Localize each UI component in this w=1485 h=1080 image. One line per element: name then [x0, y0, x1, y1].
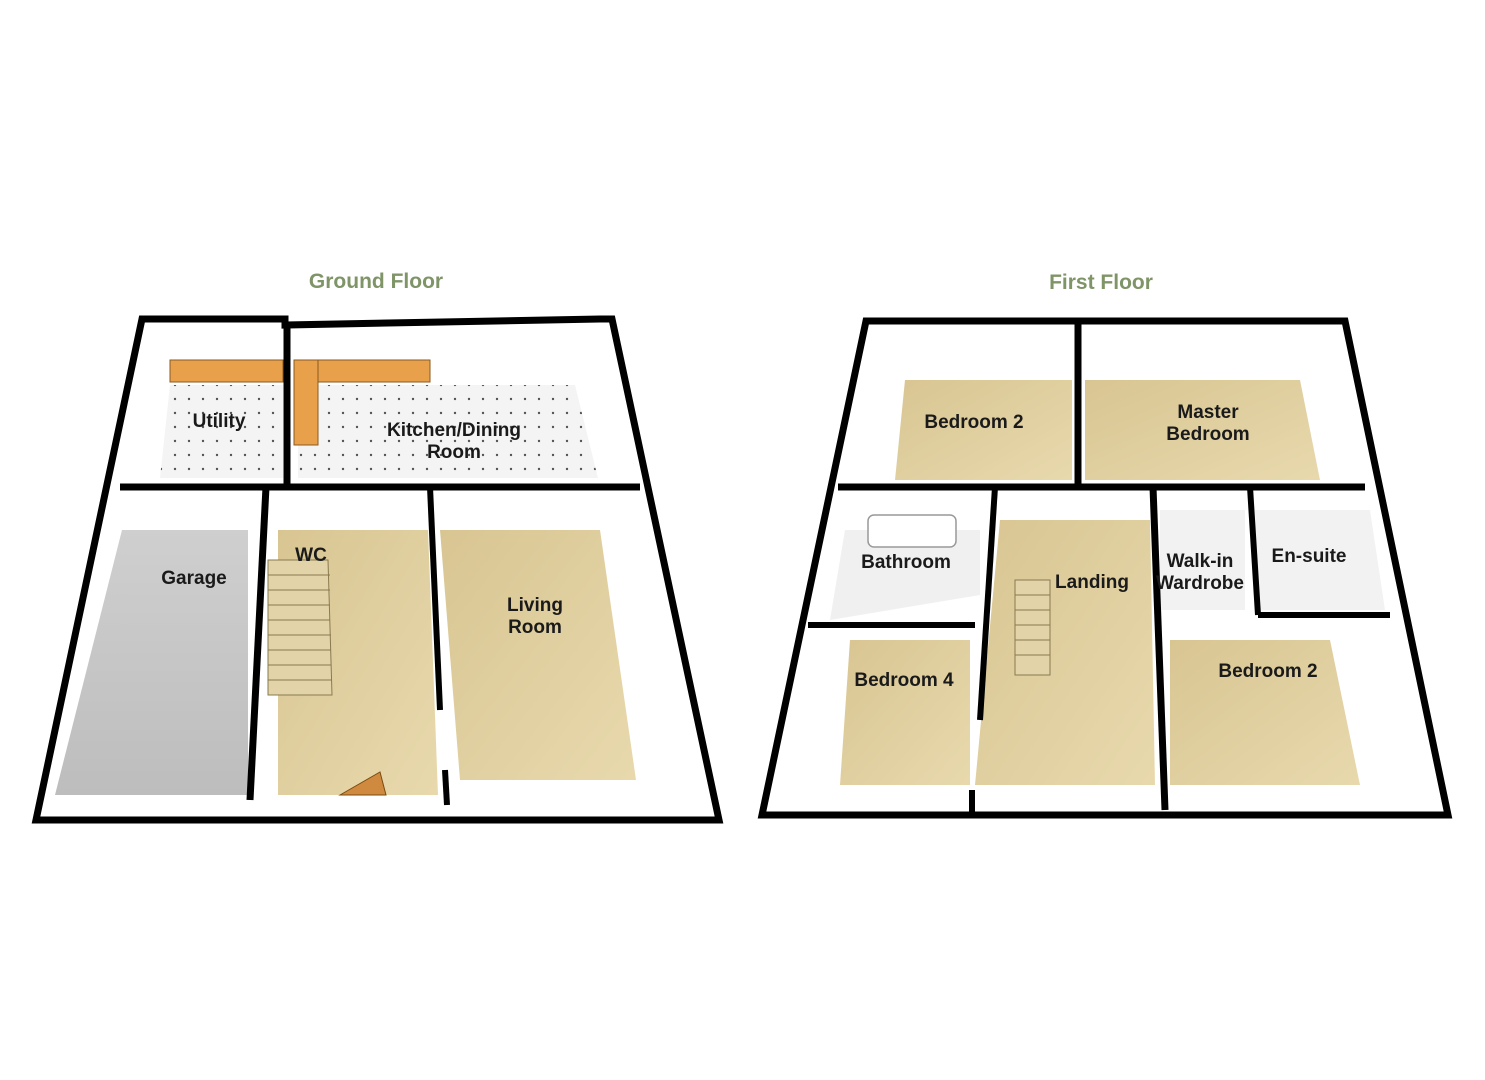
ground-floor-plan: [31, 315, 724, 824]
bedroom2-top-floor: [895, 380, 1072, 480]
room-label-kitchen-dining: Kitchen/Dining Room: [386, 420, 522, 463]
first-stairs: [1014, 579, 1051, 676]
room-label-wc: WC: [295, 545, 327, 566]
room-label-garage: Garage: [161, 568, 227, 589]
bedroom2-bottom-floor: [1170, 640, 1360, 785]
bathroom-floor: [830, 530, 980, 620]
master-floor: [1085, 380, 1320, 480]
kitchen-worktop: [299, 359, 431, 383]
room-label-bedroom-2-bottom: Bedroom 2: [1218, 661, 1318, 682]
walkin-floor: [1160, 510, 1245, 610]
ground-floor-title: Ground Floor: [308, 270, 444, 293]
bedroom4-floor: [840, 640, 970, 785]
wall-hall-living-low: [442, 769, 450, 806]
room-label-bedroom-4: Bedroom 4: [854, 670, 954, 691]
wall-hall-living: [427, 486, 443, 711]
first-floor-plan: [757, 317, 1453, 819]
ensuite-floor: [1255, 510, 1385, 610]
room-label-walk-in-wardrobe: Walk-in Wardrobe: [1156, 551, 1244, 594]
room-label-utility: Utility: [192, 411, 246, 432]
room-label-living: Living Room: [507, 595, 563, 638]
room-label-en-suite: En-suite: [1271, 546, 1347, 567]
room-label-landing: Landing: [1055, 572, 1129, 593]
wall-ff-walkin-ensuite: [1247, 486, 1261, 616]
room-label-bedroom-2-top: Bedroom 2: [924, 412, 1024, 433]
landing-floor: [975, 520, 1155, 785]
kitchen-worktop-side: [293, 359, 319, 446]
utility-worktop: [169, 359, 284, 383]
wall-ff-landing-right: [1149, 486, 1169, 811]
utility-floor: [160, 385, 283, 478]
wall-garage-hall: [246, 486, 270, 801]
kitchen-floor: [298, 385, 598, 478]
ground-stairs: [267, 559, 333, 696]
garage-floor: [55, 530, 248, 795]
wall-ff-bath-landing: [977, 486, 998, 721]
room-label-master-bedroom: Master Bedroom: [1166, 402, 1250, 445]
first-floor-title: First Floor: [1049, 271, 1153, 294]
living-floor: [440, 530, 636, 780]
room-label-bathroom: Bathroom: [861, 552, 951, 573]
front-door: [338, 771, 387, 796]
bath: [867, 514, 957, 548]
